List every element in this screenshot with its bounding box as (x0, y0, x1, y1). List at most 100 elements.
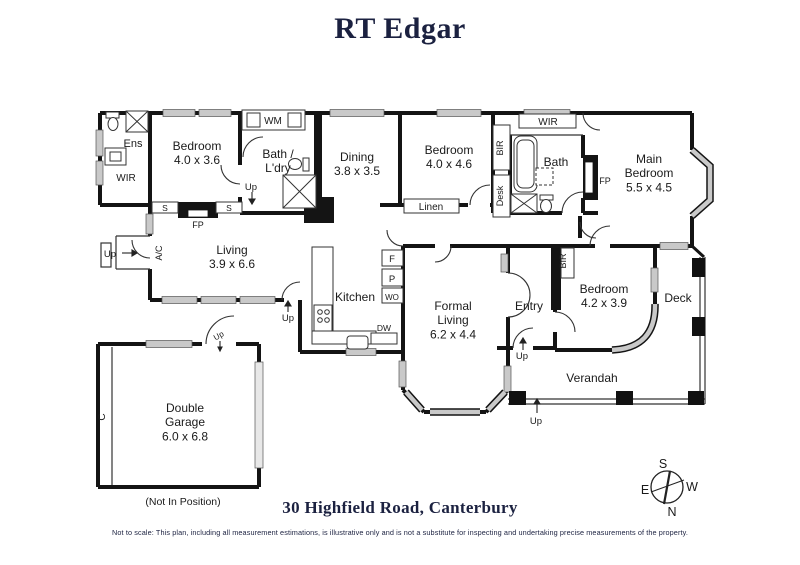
window (95, 160, 104, 186)
washing-machine-icon (287, 112, 302, 128)
arrows-layer (122, 192, 541, 413)
fl-bay-window (404, 390, 507, 415)
door-arc-ac-nook (131, 239, 151, 259)
window (145, 213, 154, 235)
compass-needle-ns (662, 470, 672, 505)
door-arc-kitchen (386, 229, 404, 247)
window (503, 365, 512, 393)
door-arc-bath-ldry (242, 136, 264, 158)
door-arc-entry-verandah (512, 327, 534, 349)
fixture-label-wall-oven: WO (385, 293, 399, 302)
basin-icon-inner (109, 151, 122, 162)
door-arc-entry-double-top (507, 272, 531, 296)
fireplace-living-notch (187, 209, 209, 218)
brand-title: RT Edgar (334, 12, 466, 45)
door-arc-entry-double-bottom (507, 294, 531, 318)
compass-icon: S W E N (641, 457, 698, 519)
toilet-icon (540, 199, 552, 213)
fixtures-layer (104, 109, 577, 350)
window (198, 109, 232, 117)
room-label-entry: Entry (515, 299, 543, 313)
door-arc-bedroom2 (469, 184, 491, 206)
fixture-label-wm: WM (264, 116, 282, 127)
exterior-walls (98, 111, 694, 246)
room-label-wir-left: WIR (116, 173, 135, 184)
room-label-ens: Ens (124, 138, 143, 150)
up-arrow-head (217, 346, 223, 353)
windows-layer (95, 109, 689, 469)
post (509, 391, 526, 405)
fixture-label-fridge: F (389, 254, 395, 265)
wall-block-dining-west (314, 113, 322, 198)
window (161, 296, 198, 304)
shower-x (282, 174, 317, 209)
up-arrow-head (519, 336, 527, 344)
up-arrow-head (533, 397, 541, 405)
post (692, 317, 705, 336)
heated-rail-dashed (535, 167, 554, 186)
disclaimer-text: Not to scale: This plan, including all m… (112, 528, 688, 537)
window (95, 129, 104, 157)
sink-icon (346, 335, 369, 350)
window (398, 360, 407, 388)
fixture-label-linen: Linen (419, 202, 443, 213)
bedroom3-curved-window (611, 303, 658, 353)
window (436, 109, 482, 117)
room-label-bath-main: Bath (544, 155, 569, 169)
bir-box (492, 124, 511, 171)
desk-box (492, 174, 511, 218)
wall-oven-box (381, 287, 404, 304)
room-label-bath-ldry: Bath /L'dry (262, 147, 294, 175)
post (692, 258, 705, 277)
shower-x (510, 193, 538, 214)
window (162, 109, 196, 117)
main-bay-window (690, 148, 713, 218)
wall-block-notches (187, 161, 594, 218)
fireplace-main-notch (584, 161, 594, 194)
fixture-label-pantry: P (389, 274, 395, 285)
room-label-deck: Deck (664, 291, 692, 305)
property-address: 30 Highfield Road, Canterbury (282, 498, 518, 517)
fixture-label-fp-living: FP (192, 220, 204, 230)
stair-label-up-living: Up (282, 313, 294, 324)
door-arc-formal-living (434, 245, 452, 263)
fixture-label-s-left: S (162, 203, 168, 213)
garage-window (254, 361, 264, 469)
window (650, 267, 659, 293)
stair-label-up-entry: Up (516, 351, 528, 362)
window (200, 296, 237, 304)
window (500, 253, 509, 273)
post (616, 391, 633, 405)
compass-e: E (641, 483, 649, 497)
fridge-box (381, 249, 404, 267)
door-arc-bedroom3 (554, 311, 576, 333)
door-arc-bedroom1 (220, 164, 241, 185)
toilet-icon (107, 117, 119, 131)
stove-icon (313, 304, 333, 332)
window (329, 109, 385, 117)
room-label-kitchen: Kitchen (335, 290, 375, 304)
deck-corner-wall (690, 244, 706, 259)
fixture-label-dw: DW (377, 323, 391, 333)
door-arc-main-bedroom (589, 225, 611, 247)
shower-x (125, 110, 149, 133)
fixture-label-cupboard: C (97, 413, 108, 420)
washing-machine-icon (246, 112, 261, 128)
window (345, 348, 377, 356)
doors-layer (131, 112, 611, 349)
stove-burner (317, 317, 323, 323)
fixture-label-ac: A/C (154, 245, 164, 261)
door-arc-vestibule (579, 221, 597, 239)
stair-label-up-garage: Up (212, 329, 226, 342)
up-arrow-head (248, 198, 256, 206)
compass-n: N (667, 505, 676, 519)
door-arc-garage (205, 315, 235, 345)
